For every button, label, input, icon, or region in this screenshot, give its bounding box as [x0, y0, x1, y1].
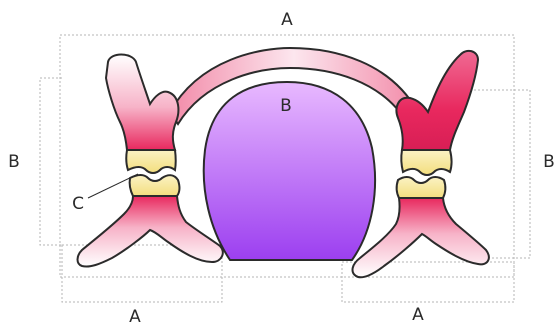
left-upper-cartilage [126, 150, 175, 173]
right-upper-cartilage [401, 150, 451, 175]
label-left-b: B [8, 152, 20, 172]
guide-box-left-b [40, 78, 62, 245]
left-lower-bone [78, 196, 223, 267]
label-center-b: B [280, 96, 292, 116]
label-c: C [72, 194, 84, 214]
label-bottom-right-a: A [412, 305, 424, 325]
label-bottom-left-a: A [129, 307, 141, 327]
left-upper-bone [106, 55, 178, 151]
guide-box-right-b [470, 90, 530, 258]
label-right-b: B [543, 152, 555, 172]
left-lower-cartilage [130, 175, 180, 196]
label-top-a: A [281, 10, 293, 30]
right-upper-bone [397, 51, 479, 150]
right-lower-cartilage [397, 177, 446, 198]
